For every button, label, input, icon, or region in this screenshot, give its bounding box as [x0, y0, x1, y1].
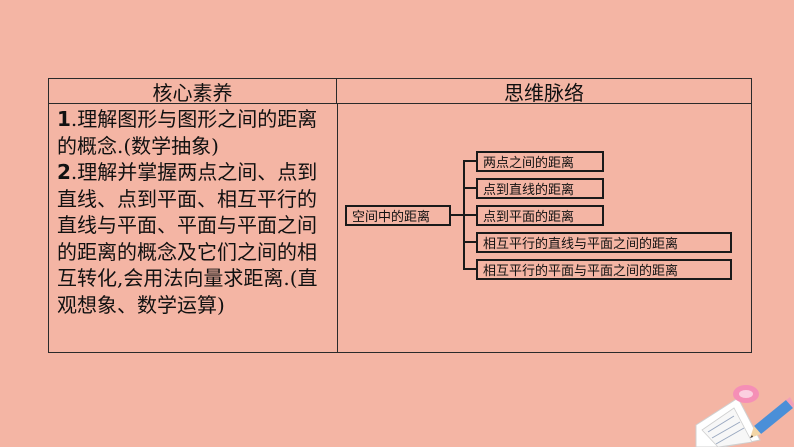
literacy-item-1: 1.理解图形与图形之间的距离的概念.(数学抽象): [57, 106, 333, 159]
content-table: 核心素养 思维脉络 1.理解图形与图形之间的距离的概念.(数学抽象) 2.理解并…: [48, 78, 752, 353]
item-1-number: 1: [57, 107, 71, 131]
item-2-text: .理解并掌握两点之间、点到直线、点到平面、相互平行的直线与平面、平面与平面之间的…: [57, 160, 318, 317]
literacy-item-2: 2.理解并掌握两点之间、点到直线、点到平面、相互平行的直线与平面、平面与平面之间…: [57, 159, 333, 318]
core-literacy-text: 1.理解图形与图形之间的距离的概念.(数学抽象) 2.理解并掌握两点之间、点到直…: [57, 106, 333, 318]
header-core-literacy: 核心素养: [49, 79, 337, 105]
item-1-text: .理解图形与图形之间的距离的概念.(数学抽象): [57, 107, 318, 158]
table-header: 核心素养 思维脉络: [49, 79, 751, 105]
item-2-number: 2: [57, 160, 71, 184]
paper-sheets-icon: [695, 397, 761, 447]
header-thinking-map: 思维脉络: [504, 80, 584, 105]
paper-pencil-decoration: [695, 385, 794, 447]
column-divider: [337, 103, 338, 352]
pink-bubble-icon: [733, 385, 759, 403]
pencil-icon: [750, 397, 794, 438]
